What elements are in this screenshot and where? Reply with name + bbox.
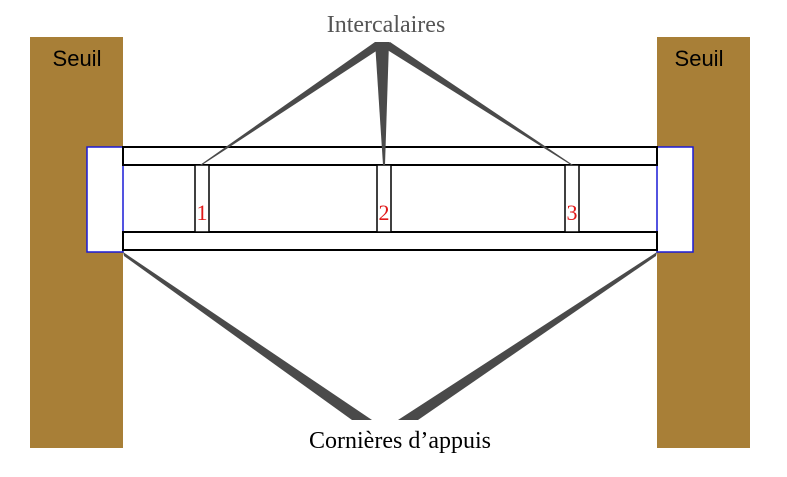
right-sill-label: Seuil [675,46,724,71]
spacer-1-number: 1 [197,200,208,225]
spacer-2-number: 2 [379,200,390,225]
right-support-bracket [656,146,694,253]
bottom-rail [122,231,658,251]
spacers-title: Intercalaires [327,12,446,38]
leader-bottom-to-right-bracket [398,252,657,420]
leader-top-to-spacer-1 [200,42,384,165]
spacer-3-number: 3 [567,200,578,225]
left-support-bracket [86,146,124,253]
leader-top-to-spacer-2 [375,42,389,165]
support-angles-title: Cornières d’appuis [309,428,491,454]
left-sill-label: Seuil [53,46,102,71]
top-rail [122,146,658,166]
leader-bottom-to-left-bracket [123,252,372,420]
leader-top-to-spacer-3 [381,42,573,165]
